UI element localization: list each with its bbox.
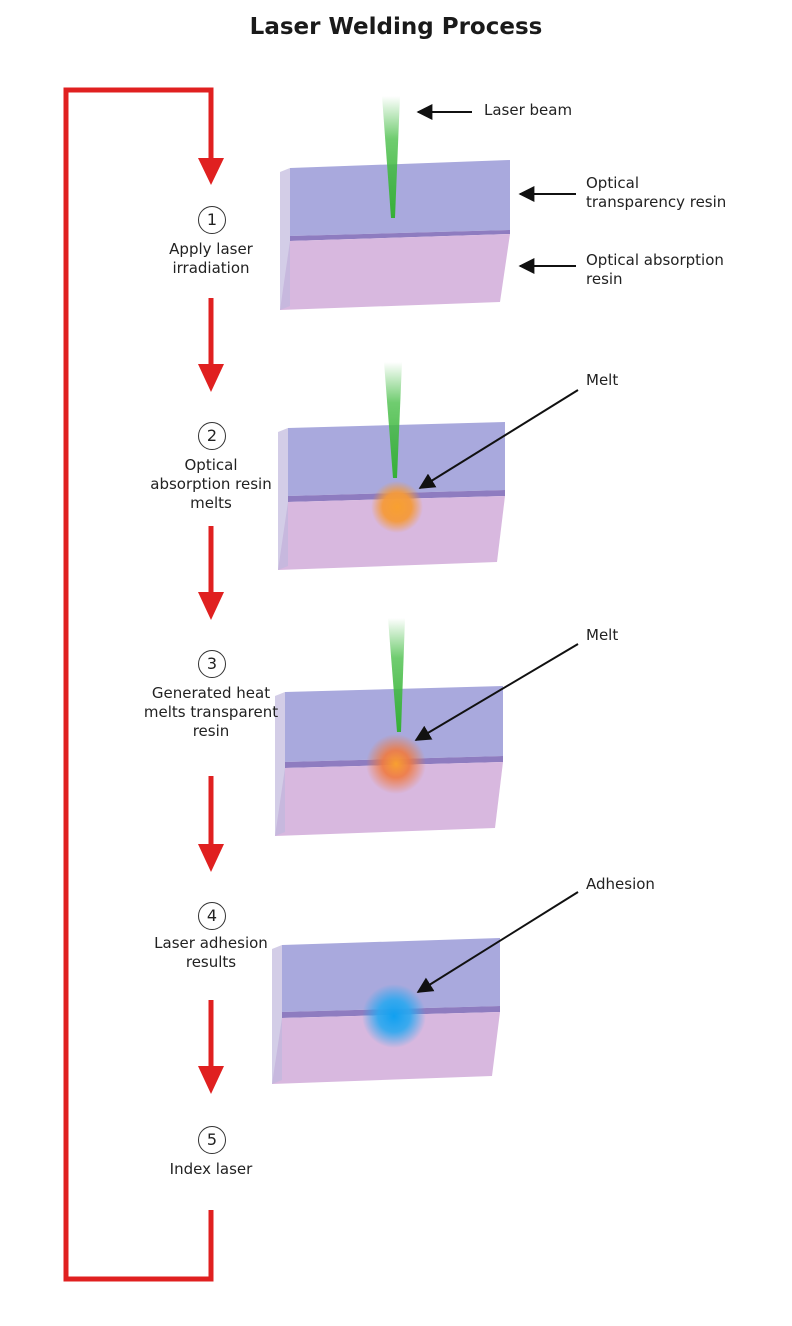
caption-line: Index laser — [169, 1160, 253, 1178]
step-number-3: 3 — [198, 650, 226, 678]
resin-block-3 — [275, 618, 503, 836]
melt-spot — [371, 481, 423, 533]
laser-beam — [388, 618, 405, 732]
arrow-melt-2 — [414, 643, 579, 741]
caption-line: Apply laser — [169, 240, 253, 258]
block-side-face — [280, 168, 290, 310]
step-number-5: 5 — [198, 1126, 226, 1154]
transparent-resin-layer — [282, 938, 500, 1012]
resin-block-2 — [278, 362, 505, 570]
step-caption-1: Apply laser irradiation — [136, 240, 286, 278]
pointer-arrows — [414, 104, 579, 993]
transparent-resin-layer — [285, 686, 503, 762]
caption-line: melts — [190, 494, 232, 512]
step-number-2: 2 — [198, 422, 226, 450]
flow-loop-line — [63, 87, 214, 1282]
label-line: transparency resin — [586, 193, 727, 211]
caption-line: Generated heat — [151, 684, 271, 702]
block-side-face — [278, 428, 288, 570]
adhesion-spot — [362, 984, 426, 1048]
caption-line: irradiation — [172, 259, 250, 277]
resin-block-4 — [272, 938, 500, 1084]
label-line: Optical absorption — [586, 251, 724, 269]
transparent-resin-layer — [290, 160, 510, 236]
step-number-1: 1 — [198, 206, 226, 234]
label-line: resin — [586, 270, 623, 288]
block-side-face — [275, 692, 285, 836]
melt-spot — [366, 734, 426, 794]
absorption-resin-layer — [272, 1012, 500, 1084]
label-absorption-resin: Optical absorption resin — [586, 251, 724, 289]
step-caption-4: Laser adhesion results — [136, 934, 286, 972]
laser-beam — [384, 362, 402, 478]
arrow-adhesion — [416, 891, 579, 993]
arrow-melt-1 — [418, 389, 579, 489]
caption-line: results — [185, 953, 237, 971]
label-melt-1: Melt — [586, 371, 619, 389]
flow-arrow-head-2 — [198, 364, 224, 392]
diagram-title: Laser Welding Process — [249, 14, 543, 40]
flow-arrow-head-4 — [198, 844, 224, 872]
resin-block-1 — [280, 96, 510, 310]
block-side-face — [272, 945, 282, 1084]
absorption-resin-layer — [275, 762, 503, 836]
flow-arrow-head-5 — [198, 1066, 224, 1094]
step-number-4: 4 — [198, 902, 226, 930]
absorption-resin-layer — [280, 234, 510, 310]
caption-line: resin — [192, 722, 230, 740]
caption-line: Optical — [184, 456, 238, 474]
label-line: Optical — [586, 174, 639, 192]
label-adhesion: Adhesion — [586, 875, 655, 893]
step-caption-2: Optical absorption resin melts — [136, 456, 286, 513]
label-laser-beam: Laser beam — [484, 101, 573, 119]
caption-line: Laser adhesion — [154, 934, 268, 952]
laser-beam — [382, 96, 400, 218]
label-melt-2: Melt — [586, 626, 619, 644]
label-transparency-resin: Optical transparency resin — [586, 174, 726, 212]
flow-arrow-head-1 — [198, 158, 224, 185]
flow-loop — [63, 87, 224, 1282]
caption-line: absorption resin — [150, 475, 272, 493]
flow-arrow-head-3 — [198, 592, 224, 620]
step-caption-5: Index laser — [136, 1160, 286, 1179]
caption-line: melts transparent — [143, 703, 279, 721]
interface-layer — [290, 230, 510, 241]
step-caption-3: Generated heat melts transparent resin — [136, 684, 286, 741]
absorption-resin-layer — [278, 496, 505, 570]
